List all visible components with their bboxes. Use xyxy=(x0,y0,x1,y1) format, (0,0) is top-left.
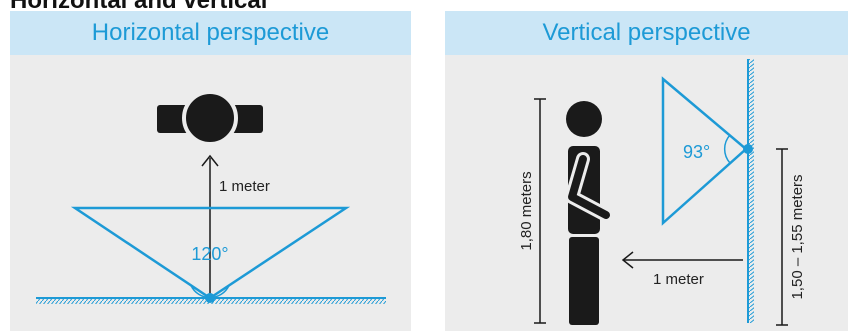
vertical-perspective-title: Vertical perspective xyxy=(445,11,848,55)
vertical-distance-arrow xyxy=(621,251,743,269)
distance-arrow xyxy=(201,154,219,295)
person-side-view-icon xyxy=(565,101,613,325)
horizontal-view-triangle xyxy=(70,206,351,300)
horizontal-distance-label: 1 meter xyxy=(219,178,270,195)
horizontal-perspective-diagram: 1 meter 120° xyxy=(36,90,386,304)
mount-height-dimension xyxy=(776,148,788,326)
vertical-distance-label: 1 meter xyxy=(653,271,704,288)
vertical-perspective-diagram: 1,80 meters 93° 1 meter xyxy=(518,59,806,326)
page-heading: Horizontal and vertical xyxy=(10,0,268,14)
person-height-label: 1,80 meters xyxy=(518,171,535,250)
vertical-perspective-panel: Vertical perspective 1,80 meters 93° xyxy=(445,11,848,331)
camera-top-view-icon xyxy=(157,90,263,146)
person-height-dimension xyxy=(534,98,546,324)
horizontal-perspective-title: Horizontal perspective xyxy=(10,11,411,55)
mount-height-label: 1,50 – 1,55 meters xyxy=(789,174,806,299)
vertical-view-triangle xyxy=(661,76,748,226)
vertical-angle-arc xyxy=(723,134,731,164)
vertical-angle-label: 93° xyxy=(683,142,710,162)
horizontal-perspective-panel: Horizontal perspective 1 meter 120° xyxy=(10,11,411,331)
vertical-mount-surface xyxy=(747,59,754,323)
vertical-camera-point xyxy=(743,144,753,154)
horizontal-angle-label: 120° xyxy=(191,244,228,264)
horizontal-camera-point xyxy=(205,293,215,303)
